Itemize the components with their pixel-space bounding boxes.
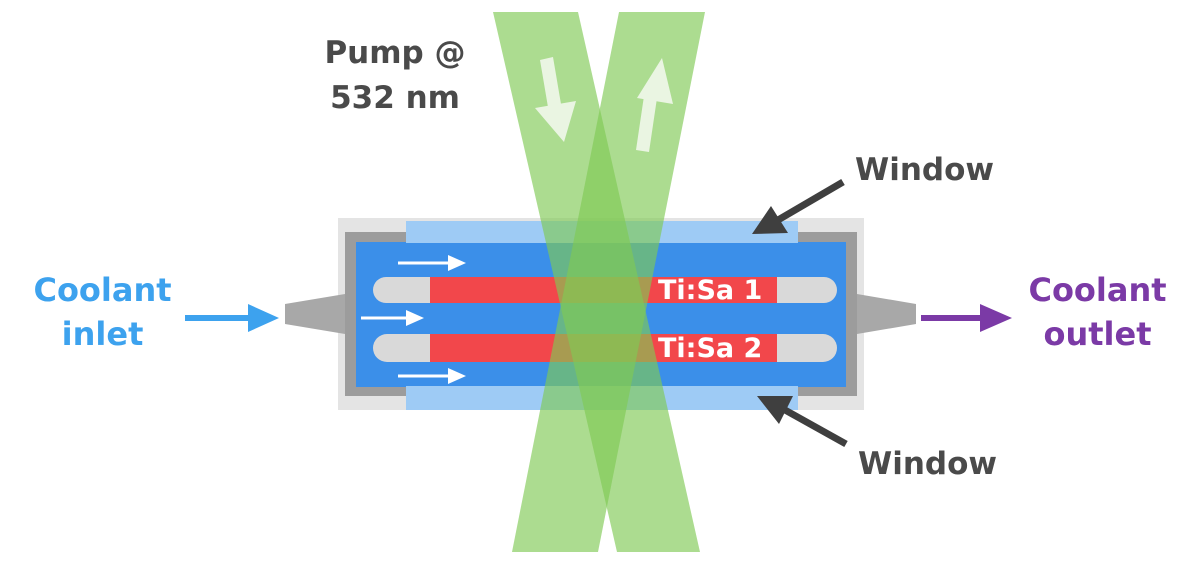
coolant-outlet-label: Coolant outlet <box>1010 270 1185 354</box>
flow-arrow-icon <box>398 368 466 384</box>
coolant-inlet-label-line-2: inlet <box>61 315 144 353</box>
flow-arrow-icon <box>398 255 466 271</box>
coolant-outlet-arrow-icon <box>921 304 1012 332</box>
window-top-pointer-arrow-icon <box>752 178 845 234</box>
crystal-2-label: Ti:Sa 2 <box>658 333 763 364</box>
beam-up-arrow-icon <box>636 58 673 152</box>
beam-down-arrow-icon <box>535 57 576 142</box>
coolant-inlet-nozzle <box>285 294 345 334</box>
pump-label-line-1: Pump @ <box>324 35 466 71</box>
coolant-inlet-arrow-icon <box>185 304 279 332</box>
coolant-outlet-label-line-2: outlet <box>1043 315 1152 353</box>
flow-arrow-icon <box>361 310 424 326</box>
pump-label: Pump @ 532 nm <box>300 34 490 118</box>
coolant-outlet-nozzle <box>857 294 916 334</box>
pump-label-line-2: 532 nm <box>330 79 460 116</box>
crystal-1-label: Ti:Sa 1 <box>658 275 763 306</box>
window-bottom-pointer-arrow-icon <box>757 396 848 448</box>
coolant-inlet-label: Coolant inlet <box>15 270 190 354</box>
window-top-label: Window <box>855 152 995 188</box>
coolant-inlet-label-line-1: Coolant <box>33 271 172 309</box>
window-bottom-label: Window <box>858 446 998 482</box>
coolant-outlet-label-line-1: Coolant <box>1028 271 1167 309</box>
coolant-flow-arrows <box>361 255 466 384</box>
pump-beam-outgoing <box>512 12 705 552</box>
